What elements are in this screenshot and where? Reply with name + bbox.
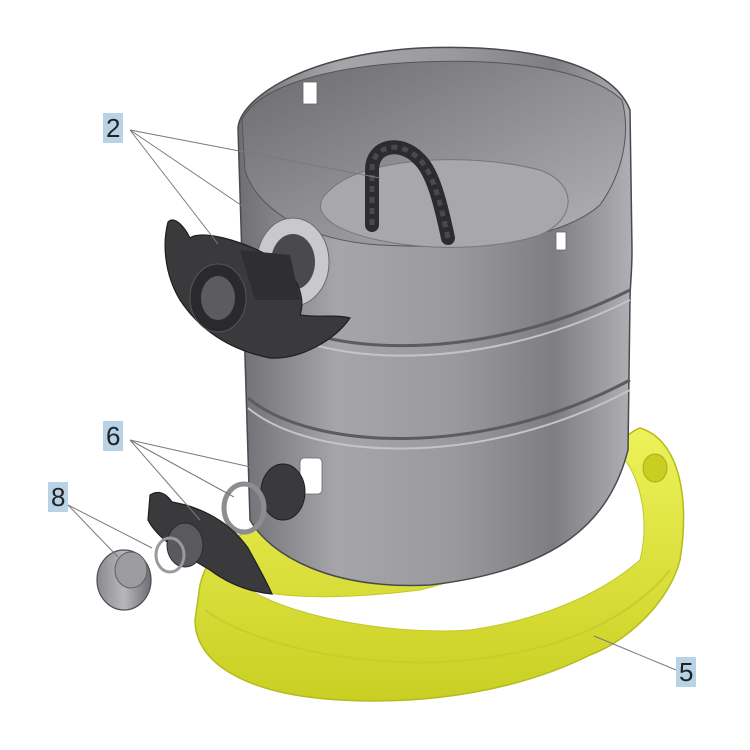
callout-label-6: 6 [103,421,124,451]
drain-cap-icon [96,549,152,611]
callout-label-5: 5 [676,657,697,687]
upper-inlet-connector-icon [164,217,351,359]
lower-drain-connector-icon [147,463,306,595]
callout-label-8: 8 [48,482,69,512]
inner-handle-clamp-icon [365,140,455,245]
callout-label-2: 2 [103,113,124,143]
leader-lines [67,129,677,671]
